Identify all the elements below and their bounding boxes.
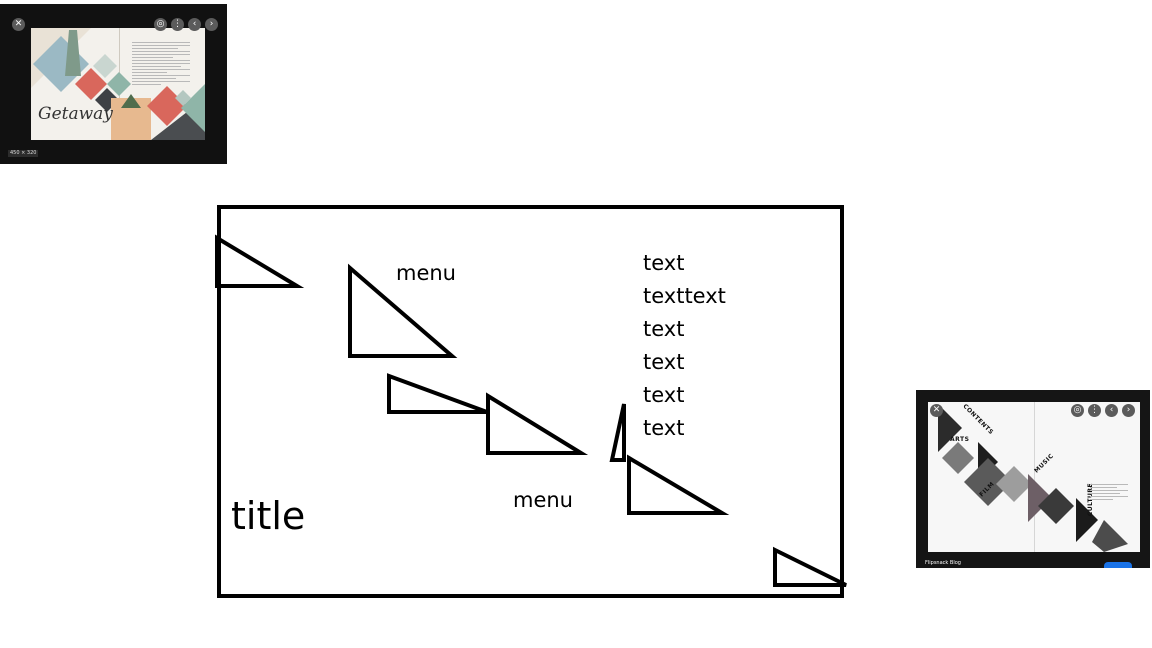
section-label: ARTS xyxy=(950,436,970,443)
menu-label: menu xyxy=(396,261,456,285)
close-icon[interactable]: ✕ xyxy=(930,404,943,417)
text-item: text xyxy=(643,416,685,440)
source-caption[interactable]: Flipsnack Blog xyxy=(925,560,961,566)
text-list: text texttext text text text text xyxy=(643,247,726,445)
sketch-triangle xyxy=(609,403,626,462)
close-icon[interactable]: ✕ xyxy=(12,18,25,31)
sketch-frame xyxy=(217,205,844,598)
text-item: text xyxy=(643,251,685,275)
thumbnail-left[interactable]: Getaway ✕ ◎ ⋮ ‹ › 450 × 320 xyxy=(0,4,227,164)
text-item: text xyxy=(643,317,685,341)
text-item: texttext xyxy=(643,284,726,308)
magazine-collage-art xyxy=(31,28,205,140)
next-icon[interactable]: › xyxy=(1122,404,1135,417)
next-icon[interactable]: › xyxy=(205,18,218,31)
sketch-title: title xyxy=(231,494,306,538)
sketch-triangle xyxy=(486,392,589,455)
magazine-title: Getaway xyxy=(38,104,113,124)
magazine-collage-art xyxy=(938,404,1128,552)
sketch-triangle xyxy=(387,373,488,414)
magazine-body-text xyxy=(132,40,190,87)
size-badge: 450 × 320 xyxy=(8,150,39,157)
sketch-triangle xyxy=(215,234,305,288)
thumbnail-right[interactable]: CONTENTS ARTS MUSIC FILM CULTURE ✕ ◎ ⋮ ‹… xyxy=(916,390,1150,568)
prev-icon[interactable]: ‹ xyxy=(1105,404,1118,417)
text-item: text xyxy=(643,350,685,374)
share-icon[interactable]: ◎ xyxy=(1071,404,1084,417)
sketch-triangle xyxy=(627,454,730,515)
visit-button[interactable] xyxy=(1104,562,1132,568)
sketch-triangle xyxy=(773,546,847,587)
share-icon[interactable]: ◎ xyxy=(154,18,167,31)
magazine-body-text xyxy=(1090,482,1128,502)
more-icon[interactable]: ⋮ xyxy=(1088,404,1101,417)
text-item: text xyxy=(643,383,685,407)
sketch-triangle xyxy=(348,263,458,358)
menu-label: menu xyxy=(513,488,573,512)
page-gutter xyxy=(1034,402,1035,552)
more-icon[interactable]: ⋮ xyxy=(171,18,184,31)
prev-icon[interactable]: ‹ xyxy=(188,18,201,31)
